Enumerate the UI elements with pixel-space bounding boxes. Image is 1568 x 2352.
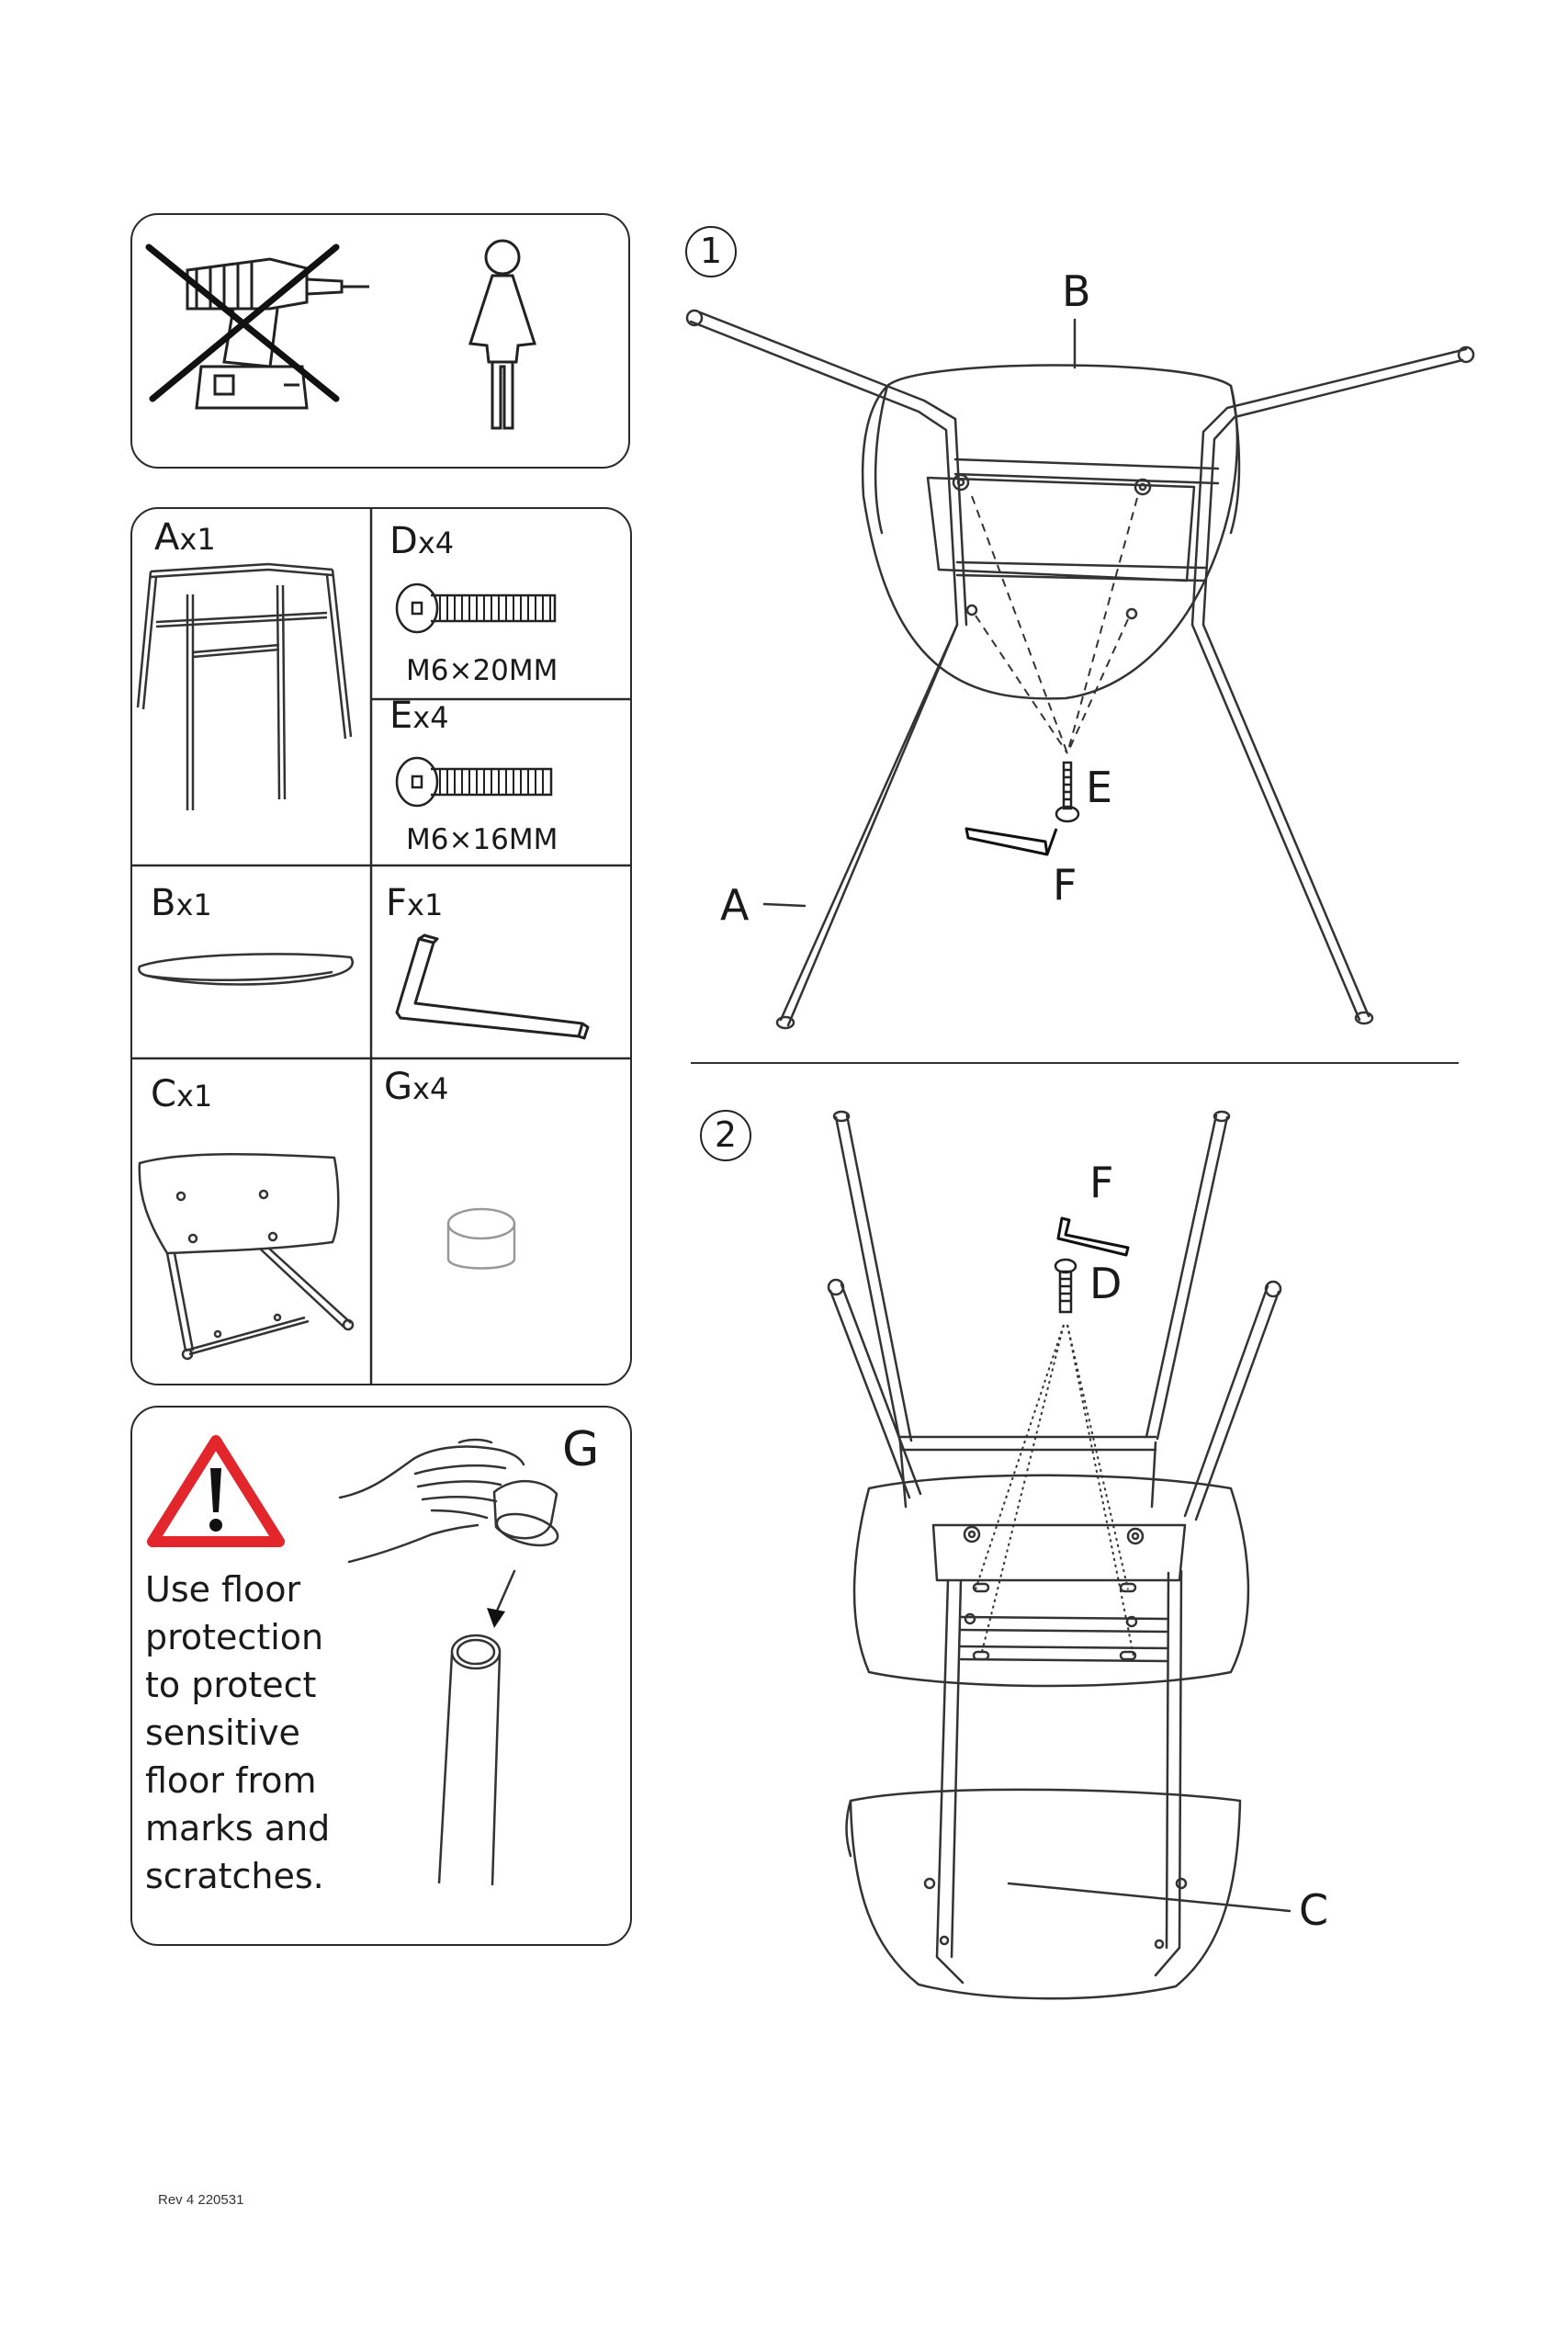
step-1-label-b: B (1062, 266, 1091, 316)
step-2-label-c: C (1299, 1885, 1329, 1935)
part-f-label: Fx1 (386, 882, 444, 924)
step-2-label-f: F (1089, 1158, 1114, 1207)
step-1-diagram (685, 309, 1475, 1030)
warning-label-g: G (562, 1422, 600, 1477)
part-a-frame-icon (136, 562, 353, 810)
part-b-seat-icon (138, 953, 355, 986)
revision-label: Rev 4 220531 (158, 2192, 244, 2208)
part-c-label: Cx1 (151, 1073, 213, 1115)
part-g-label: Gx4 (384, 1066, 449, 1108)
part-a-label: Ax1 (154, 516, 216, 559)
part-e-spec: M6×16MM (406, 823, 558, 856)
part-e-label: Ex4 (389, 695, 449, 737)
step-1-label-a: A (720, 880, 750, 930)
step-1-label-f: F (1053, 860, 1077, 910)
parts-table (130, 507, 632, 1385)
step-2-label-d: D (1089, 1259, 1122, 1308)
hand-applying-protector-illustration (338, 1438, 559, 1886)
part-e-bolt-icon (395, 756, 553, 808)
part-b-label: Bx1 (151, 882, 212, 924)
tools-panel (130, 213, 630, 469)
floor-protection-text: Use floor protection to protect sensitiv… (145, 1569, 331, 1896)
step-1-badge: 1 (685, 226, 737, 277)
step-2-diagram (827, 1110, 1292, 2000)
part-d-bolt-icon (395, 582, 557, 634)
part-g-floor-protector-icon (446, 1207, 516, 1270)
part-d-spec: M6×20MM (406, 654, 558, 687)
warning-triangle-icon (147, 1435, 285, 1547)
part-d-label: Dx4 (389, 520, 455, 562)
step-divider (691, 1062, 1459, 1064)
one-person-icon (468, 239, 536, 430)
no-power-drill-icon (145, 243, 369, 410)
parts-table-grid (130, 507, 632, 1385)
step-1-label-e: E (1086, 763, 1113, 812)
part-f-hex-key-icon (395, 933, 590, 1040)
step-2-badge: 2 (700, 1110, 751, 1161)
part-c-backrest-icon (138, 1152, 355, 1361)
